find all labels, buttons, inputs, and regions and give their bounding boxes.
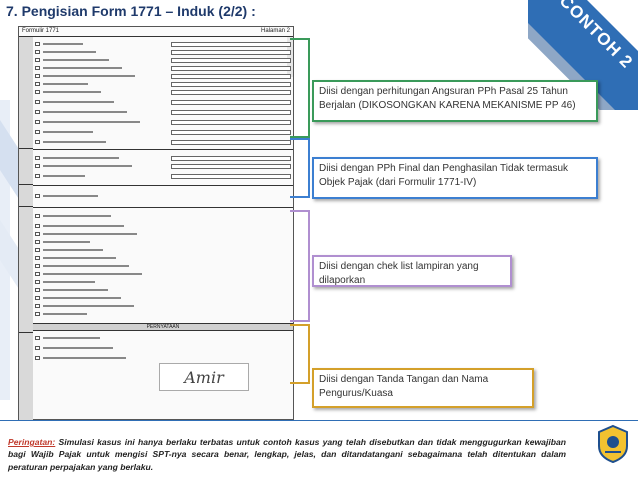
form-field-row [35,255,291,261]
highlight-lampiran [290,210,310,322]
disclaimer-text: Peringatan: Simulasi kasus ini hanya ber… [8,436,566,473]
highlight-angsuran [290,38,310,138]
form-field-row [35,271,291,277]
form-field-row [35,247,291,253]
footer-divider [0,420,638,421]
form-field-row [35,57,291,63]
form-field-row [35,119,291,125]
form-field-row [35,99,291,105]
callout-tanda-tangan: Diisi dengan Tanda Tangan dan Nama Pengu… [312,368,534,408]
slide-title: 7. Pengisian Form 1771 – Induk (2/2) : [6,3,256,19]
form-field-row [35,231,291,237]
form-field-row [35,41,291,47]
ministry-emblem-icon [598,424,628,464]
disclaimer-body: Simulasi kasus ini hanya berlaku terbata… [8,437,566,472]
form-header: Formulir 1771 Halaman 2 [19,27,293,37]
callout-lampiran: Diisi dengan chek list lampiran yang dil… [312,255,512,287]
form-field-row [35,213,291,219]
form-field-row [35,263,291,269]
disclaimer-lead: Peringatan: [8,437,56,447]
form-field-row [35,239,291,245]
form-field-row [35,129,291,135]
form-field-row [35,223,291,229]
form-field-row [35,287,291,293]
form-field-row [35,303,291,309]
form-1771-page2: Formulir 1771 Halaman 2 PERNYATAAN Amir [18,26,294,421]
form-field-row [35,139,291,145]
form-field-row [35,155,291,161]
form-field-row [35,279,291,285]
form-field-row [35,73,291,79]
callout-angsuran: Diisi dengan perhitungan Angsuran PPh Pa… [312,80,598,122]
highlight-tanda-tangan [290,324,310,384]
form-field-row [35,49,291,55]
form-section-sidebar [19,37,33,421]
form-field-row [35,345,291,351]
form-name: Formulir 1771 [22,28,60,34]
form-field-row [35,311,291,317]
form-field-row [35,193,291,199]
form-field-row [35,295,291,301]
form-page-label: Halaman 2 [260,28,290,34]
form-field-row [35,81,291,87]
pernyataan-header: PERNYATAAN [33,323,293,331]
highlight-pph-final [290,138,310,198]
form-field-row [35,335,291,341]
form-field-row [35,355,291,361]
form-field-row [35,173,291,179]
form-field-row [35,109,291,115]
callout-pph-final: Diisi dengan PPh Final dan Penghasilan T… [312,157,598,199]
form-field-row [35,89,291,95]
form-field-row [35,65,291,71]
form-field-row [35,163,291,169]
signature-image: Amir [159,363,249,391]
